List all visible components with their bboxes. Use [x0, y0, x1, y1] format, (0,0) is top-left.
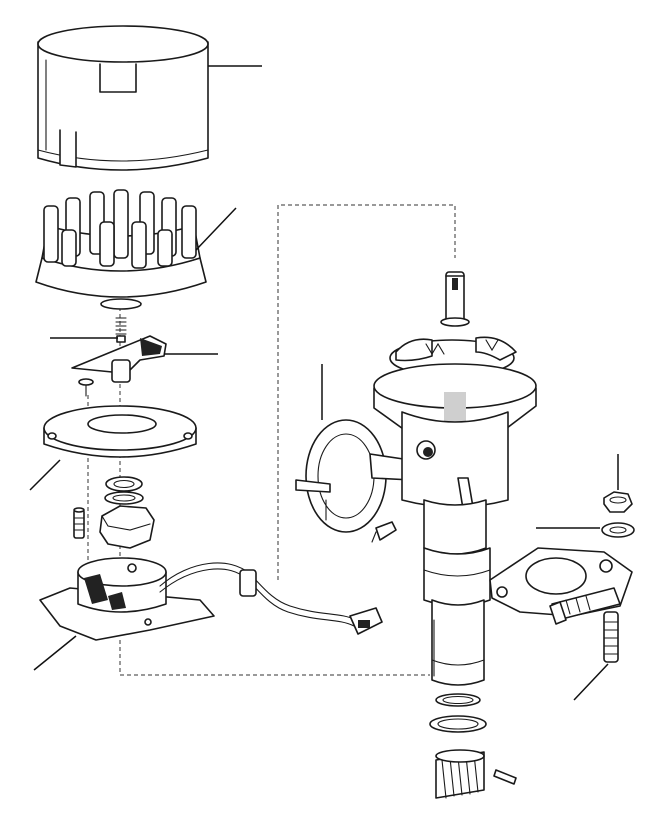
contact-breaker-baseplate — [39, 557, 215, 641]
adjuster-nut — [99, 505, 155, 549]
wiring-harness — [159, 562, 383, 635]
dust-shield — [43, 405, 197, 458]
drive-gear — [435, 749, 485, 799]
rotor-screw — [78, 378, 94, 397]
o-ring — [429, 693, 487, 733]
distributor-cap — [35, 189, 207, 310]
circlip-and-washer — [104, 476, 144, 505]
clamp-plate — [489, 547, 633, 625]
distributor-body — [373, 271, 537, 686]
rotor-arm — [71, 335, 167, 383]
nut — [603, 491, 633, 513]
roll-pin — [493, 769, 517, 785]
mounting-stud — [603, 611, 619, 663]
adjuster-stud — [73, 507, 85, 539]
vacuum-advance-unit — [295, 419, 413, 543]
carbon-brush-spring — [115, 317, 127, 343]
leader-lines — [29, 65, 619, 701]
cap-cover — [37, 25, 209, 171]
washer — [601, 522, 635, 538]
